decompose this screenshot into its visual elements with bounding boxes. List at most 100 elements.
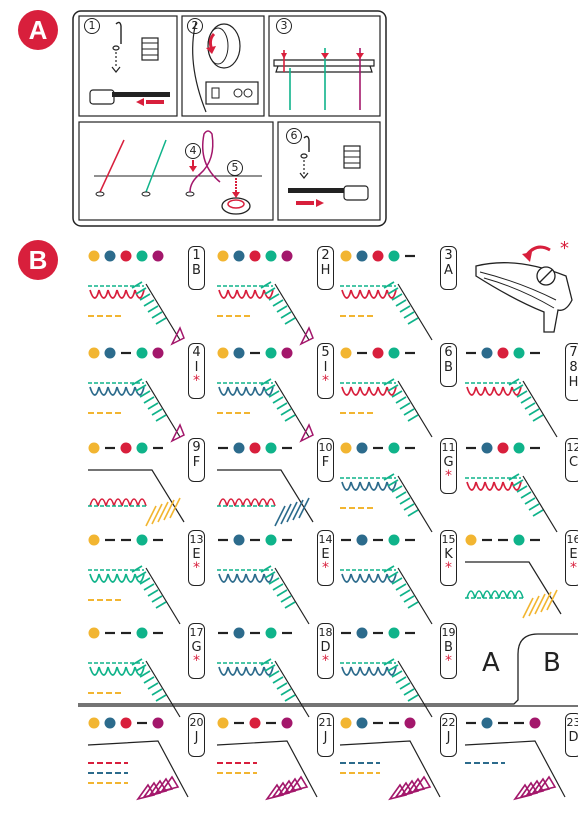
thread-dot-green (514, 443, 525, 454)
overlock-loop (475, 591, 483, 598)
thread-dot-yellow (341, 718, 352, 729)
edge-stitch (273, 677, 283, 683)
overlock-loop (351, 574, 360, 582)
edge-stitch (509, 474, 519, 480)
overlock-loop (378, 667, 387, 675)
overlock-loop (369, 482, 378, 490)
edge-stitch (529, 409, 539, 415)
overlock-loop (117, 387, 126, 395)
stitch-number: 6 (444, 345, 452, 360)
thread-dot-blue (357, 443, 368, 454)
cover-stitch-loop (162, 777, 178, 791)
thread-dot-purple (153, 348, 164, 359)
overlock-loop (467, 387, 476, 395)
stitch-illustration (217, 711, 317, 815)
thread-dot-blue (482, 348, 493, 359)
thread-dot-blue (482, 718, 493, 729)
edge-stitch (144, 397, 154, 403)
stitch-foot-letter: F (322, 455, 329, 470)
thread-dot-green (389, 628, 400, 639)
thread-dot-blue (357, 535, 368, 546)
overlock-loop (251, 499, 259, 506)
edge-stitch (408, 695, 418, 701)
edge-stitch (521, 492, 531, 498)
overlock-loop (342, 667, 351, 675)
presser-foot-star: * (560, 238, 569, 259)
edge-stitch (285, 318, 295, 324)
thread-dot-red (373, 251, 384, 262)
edge-stitch (384, 474, 394, 480)
edge-stitch (285, 415, 295, 421)
stitch-number: 4 (192, 345, 200, 360)
overlock-loop (378, 482, 387, 490)
diagonal-stitch (529, 596, 539, 616)
thread-dot-blue (482, 443, 493, 454)
overlock-loop (255, 574, 264, 582)
star-icon: * (445, 470, 452, 482)
edge-stitch (148, 403, 158, 409)
stitch-illustration (465, 341, 565, 445)
overlock-loop (99, 667, 108, 675)
edge-stitch (156, 602, 166, 608)
overlock-loop (90, 387, 99, 395)
edge-stitch (404, 504, 414, 510)
cover-stitch-loop (291, 777, 307, 791)
edge-stitch (144, 584, 154, 590)
overlock-loop (255, 387, 264, 395)
thread-dot-purple (282, 348, 293, 359)
edge-stitch (400, 403, 410, 409)
edge-stitch (148, 306, 158, 312)
edge-stitch (408, 602, 418, 608)
overlock-loop (507, 591, 515, 598)
stitch-illustration (88, 341, 188, 445)
stitch-foot-letter: B (192, 263, 201, 278)
thread-dot-purple (153, 251, 164, 262)
edge-stitch (148, 683, 158, 689)
thread-dot-red (250, 718, 261, 729)
overlock-loop (246, 667, 255, 675)
thread-dot-blue (234, 535, 245, 546)
thread-dot-green (137, 348, 148, 359)
section-b-label: B (29, 245, 48, 276)
edge-stitch (273, 300, 283, 306)
stitch-illustration (88, 436, 188, 540)
edge-stitch (144, 300, 154, 306)
thread-dot-blue (105, 718, 116, 729)
overlock-loop (267, 499, 275, 506)
stitch-foot-letter: A (444, 263, 453, 278)
overlock-loop (108, 574, 117, 582)
overlock-loop (227, 499, 235, 506)
diagonal-stitch (152, 504, 162, 524)
edge-stitch (132, 566, 142, 572)
edge-stitch (261, 566, 271, 572)
thread-dot-yellow (89, 251, 100, 262)
diagonal-stitch (164, 500, 174, 520)
thread-dot-red (373, 348, 384, 359)
edge-stitch (132, 379, 142, 385)
thread-dot-purple (153, 718, 164, 729)
thread-dot-green (514, 348, 525, 359)
stitch-number: 15 (442, 532, 456, 547)
overlock-loop (108, 290, 117, 298)
step-1-number: 1 (84, 18, 100, 34)
edge-stitch (281, 312, 291, 318)
edge-stitch (156, 695, 166, 701)
overlock-loop (360, 290, 369, 298)
stitch-number: 13 (190, 532, 204, 547)
thread-dot-blue (357, 251, 368, 262)
overlock-loop (342, 482, 351, 490)
edge-stitch (261, 379, 271, 385)
thread-dot-green (266, 251, 277, 262)
